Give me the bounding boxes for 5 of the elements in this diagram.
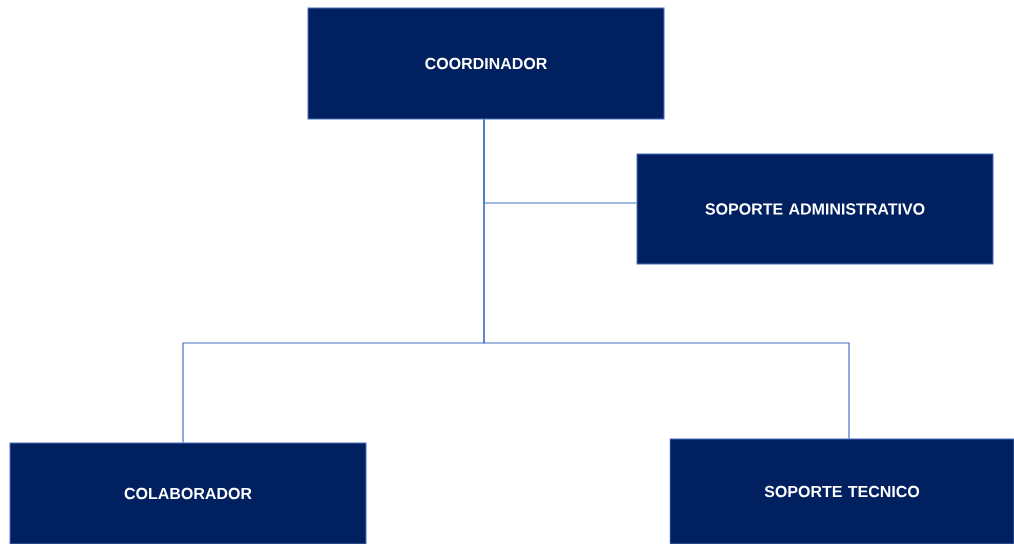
org-box: COLABORADOR [9, 442, 367, 544]
org-box: COORDINADOR [307, 7, 665, 120]
connector-line [483, 118, 850, 440]
org-box: SOPORTE ADMINISTRATIVO [636, 153, 994, 265]
org-box: SOPORTE TECNICO [669, 438, 1014, 544]
